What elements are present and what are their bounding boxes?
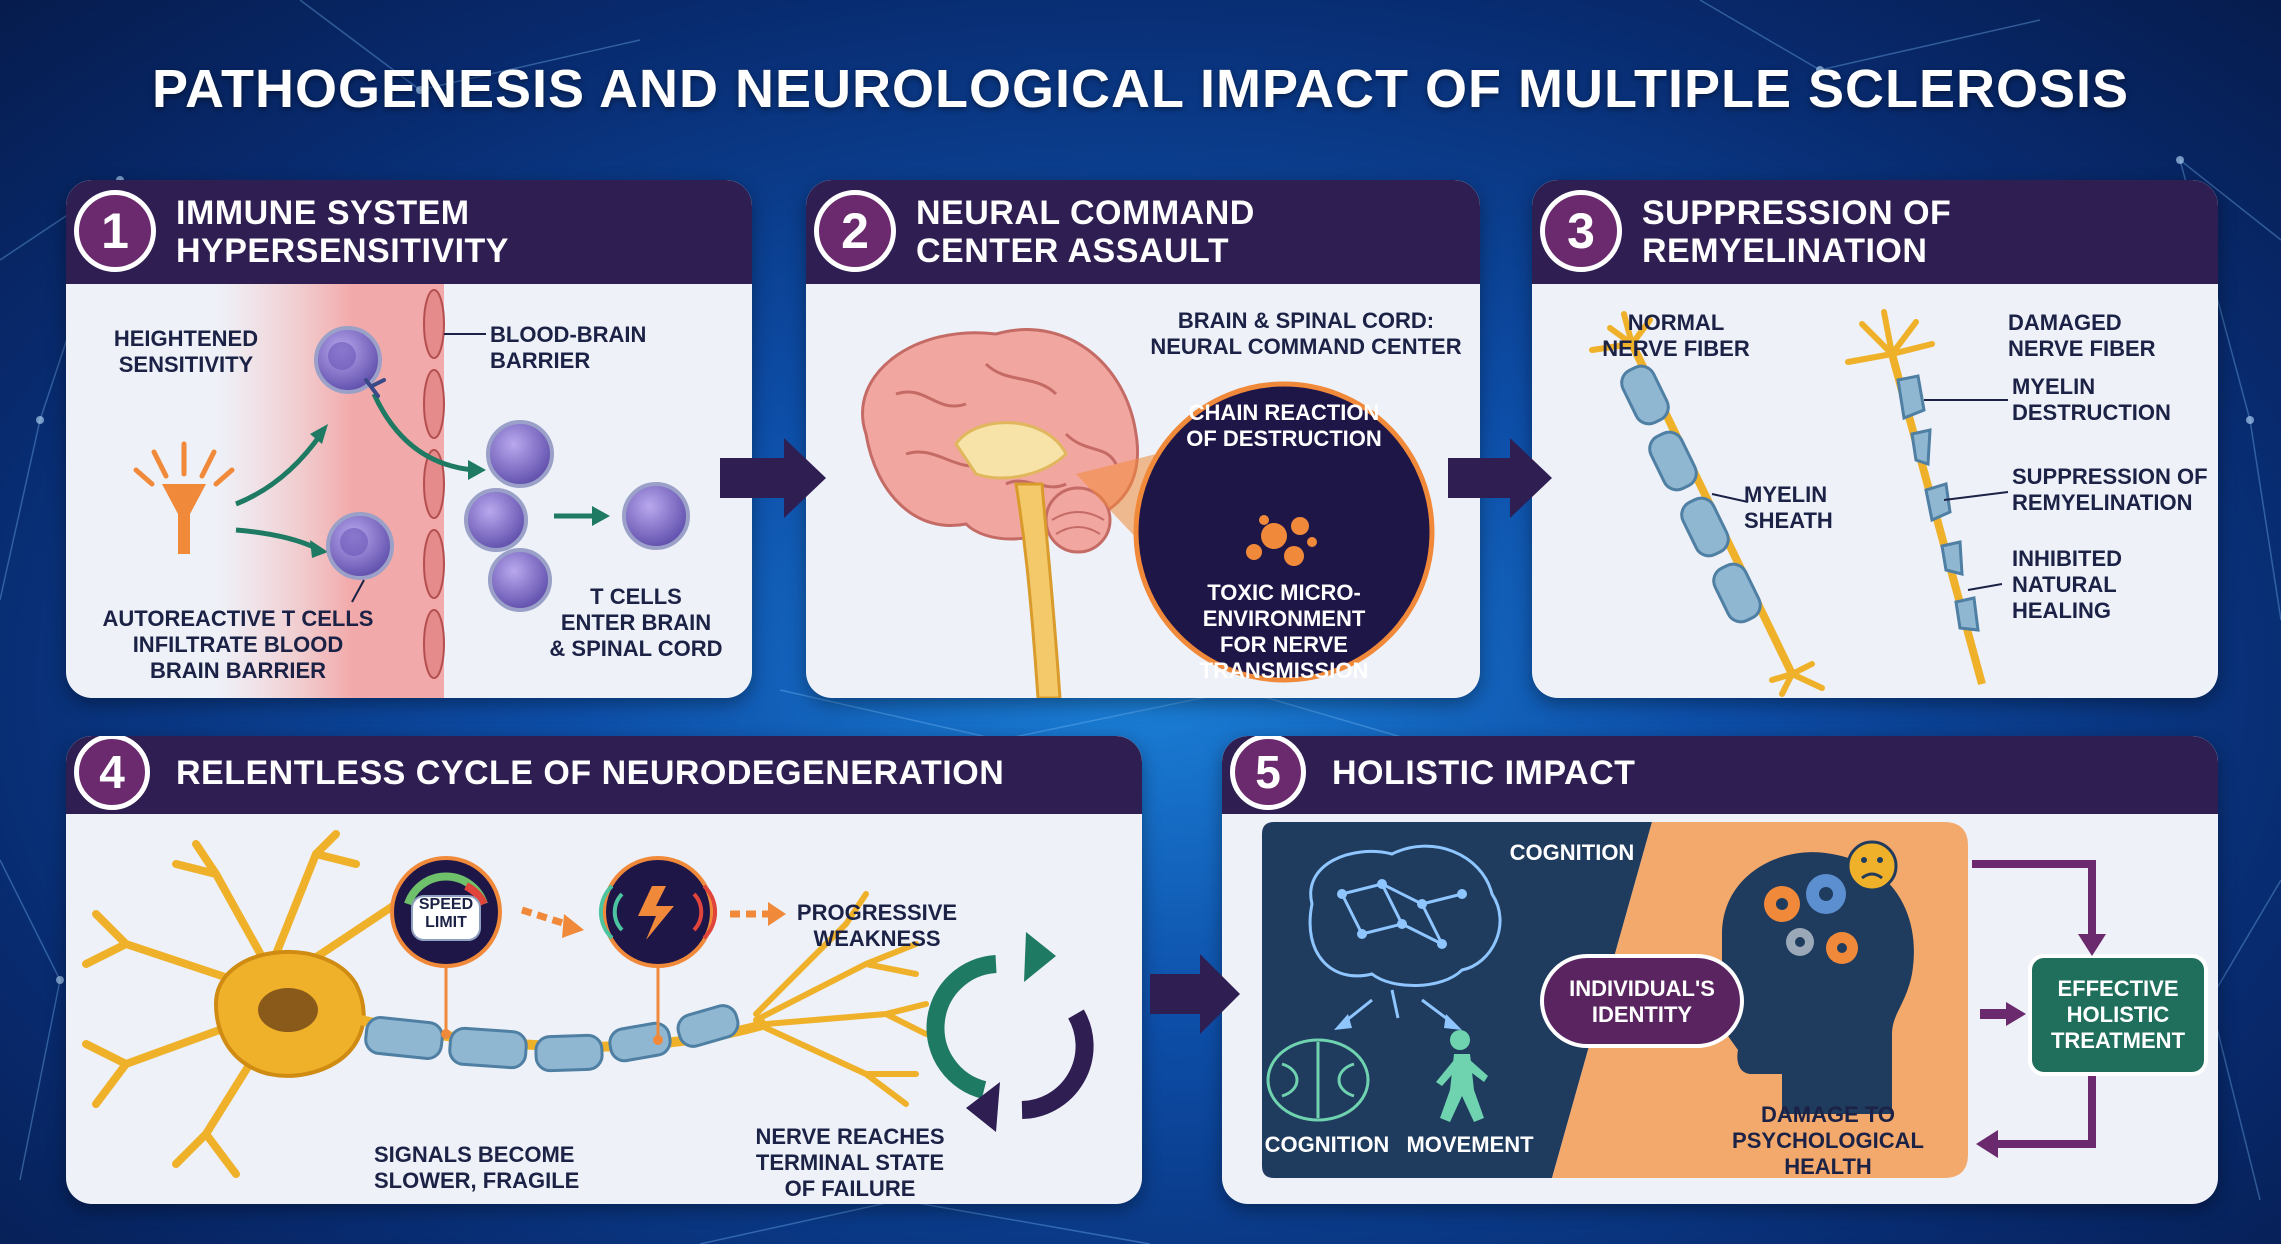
walking-person-icon xyxy=(1436,1030,1488,1122)
page-title: PATHOGENESIS AND NEUROLOGICAL IMPACT OF … xyxy=(151,59,2130,119)
step-badge: 1 xyxy=(74,190,156,272)
brain-icon xyxy=(861,328,1139,698)
sensitivity-icon xyxy=(133,441,235,554)
label-brain-spinal-cord: BRAIN & SPINAL CORD:NEURAL COMMAND CENTE… xyxy=(1150,308,1462,359)
panel-neural-command-center: 2 NEURAL COMMAND CENTER ASSAULT BRAIN xyxy=(806,180,1480,698)
panel-title: SUPPRESSION OF REMYELINATION xyxy=(1642,194,1952,270)
panel-body: COGNITION COGNITION MOVEMENT INDIVIDUAL'… xyxy=(1222,814,2218,1204)
damaged-nerve-fiber xyxy=(1845,309,1986,686)
panel-header: 4 RELENTLESS CYCLE OF NEURODEGENERATION xyxy=(66,736,1142,814)
panel-body: BRAIN & SPINAL CORD:NEURAL COMMAND CENTE… xyxy=(806,284,1480,698)
normal-nerve-fiber xyxy=(1589,311,1825,697)
axon-terminal xyxy=(753,891,929,1107)
destruction-icon xyxy=(1246,515,1317,566)
feedback-arrows xyxy=(1972,860,2106,1158)
t-cells xyxy=(314,326,690,612)
panel-immune-hypersensitivity: 1 IMMUNE SYSTEM HYPERSENSITIVITY xyxy=(66,180,752,698)
panel-title: HOLISTIC IMPACT xyxy=(1332,754,1636,792)
panel-title: NEURAL COMMAND CENTER ASSAULT xyxy=(916,194,1255,270)
weak-signal-icon xyxy=(598,856,718,1045)
brain-illustration xyxy=(861,328,1435,698)
panel-title: IMMUNE SYSTEM HYPERSENSITIVITY xyxy=(176,194,509,270)
panel-neurodegeneration-cycle: 4 RELENTLESS CYCLE OF NEURODEGENERATION xyxy=(66,736,1142,1204)
step-badge: 5 xyxy=(1230,736,1306,810)
small-brain-icon xyxy=(1266,1038,1370,1122)
flow-arrows xyxy=(235,392,596,551)
immune-illustration xyxy=(133,284,690,698)
damaged-axon xyxy=(364,1004,740,1073)
panel-title: RELENTLESS CYCLE OF NEURODEGENERATION xyxy=(176,754,1005,792)
label-cognition-bottom: COGNITION xyxy=(1264,1132,1390,1157)
speed-limit-icon xyxy=(390,856,502,1039)
step-badge: 4 xyxy=(74,736,150,810)
panel-header: 3 SUPPRESSION OF REMYELINATION xyxy=(1532,180,2218,284)
label-movement: MOVEMENT xyxy=(1406,1132,1534,1157)
panel-header: 5 HOLISTIC IMPACT xyxy=(1222,736,2218,814)
sad-face-icon xyxy=(1846,840,1898,892)
identity-pill xyxy=(1540,954,1744,1048)
panel-header: 2 NEURAL COMMAND CENTER ASSAULT xyxy=(806,180,1480,284)
physical-zone xyxy=(1262,822,1652,1178)
label-cognition-top: COGNITION xyxy=(1509,840,1635,865)
dashed-arrows xyxy=(520,902,786,938)
nerve-fiber-illustration xyxy=(1589,309,2009,697)
barrier-cells xyxy=(423,289,445,679)
panel-holistic-impact: 5 HOLISTIC IMPACT xyxy=(1222,736,2218,1204)
neurodegeneration-illustration xyxy=(82,830,1094,1178)
step-badge: 3 xyxy=(1540,190,1622,272)
head-gears-icon xyxy=(1722,840,1914,1114)
cycle-icon xyxy=(926,932,1094,1132)
treatment-box xyxy=(2028,954,2208,1076)
holistic-illustration xyxy=(1262,822,2208,1178)
step-badge: 2 xyxy=(814,190,896,272)
network-nodes xyxy=(1337,879,1467,949)
panel-suppression-remyelination: 3 SUPPRESSION OF REMYELINATION xyxy=(1532,180,2218,698)
panel-header: 1 IMMUNE SYSTEM HYPERSENSITIVITY xyxy=(66,180,752,284)
